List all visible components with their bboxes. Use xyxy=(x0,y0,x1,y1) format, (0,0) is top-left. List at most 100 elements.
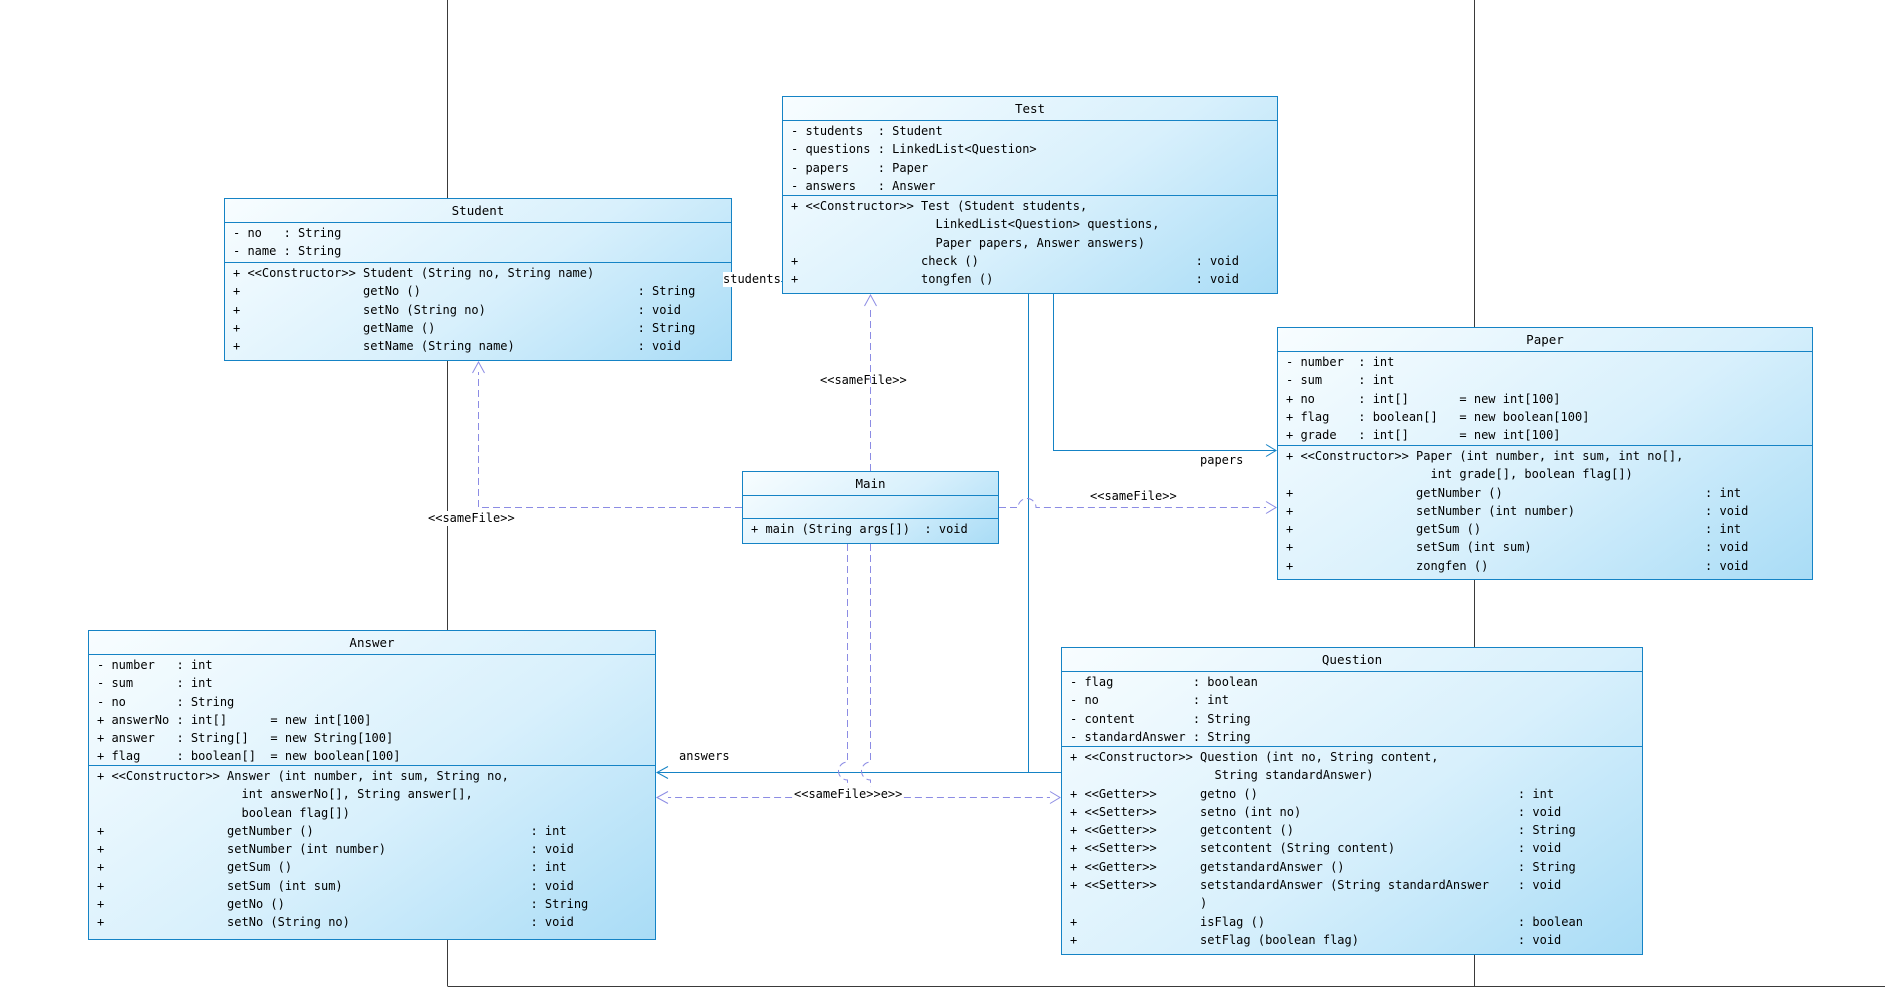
member-line: + getNumber () : int xyxy=(1286,485,1742,500)
member-line: + getSum () : int xyxy=(97,860,567,875)
member-line: - no : String xyxy=(97,694,235,709)
member-line: + <<Setter>> setcontent (String content)… xyxy=(1070,841,1562,856)
member-line: + setNo (String no) : void xyxy=(233,302,681,317)
member-line: + flag : boolean[] = new boolean[100] xyxy=(1286,409,1590,424)
dependency-main-question-line[interactable] xyxy=(861,544,1051,798)
member-line: + getName () : String xyxy=(233,320,696,335)
member-line: String standardAnswer) xyxy=(1070,768,1374,783)
member-line: - questions : LinkedList<Question> xyxy=(791,142,1037,157)
member-line: + getNo () : String xyxy=(233,284,696,299)
class-test-operations: + <<Constructor>> Test (Student students… xyxy=(783,196,1277,288)
class-question[interactable]: Question - flag : boolean - no : int - con… xyxy=(1061,647,1643,955)
member-line: - flag : boolean xyxy=(1070,675,1258,689)
member-line: boolean flag[]) xyxy=(97,805,350,820)
dependency-main-test-arrowhead xyxy=(864,293,877,307)
class-main-attributes xyxy=(743,496,998,519)
member-line: - name : String xyxy=(233,244,342,259)
member-line: + setFlag (boolean flag) : void xyxy=(1070,932,1562,947)
member-line: + answerNo : int[] = new int[100] xyxy=(97,712,372,727)
stereotype-label-samefile-student: <<sameFile>> xyxy=(428,511,515,526)
member-line: - answers : Answer xyxy=(791,178,936,193)
class-answer-operations: + <<Constructor>> Answer (int number, in… xyxy=(89,766,655,932)
member-line: + tongfen () : void xyxy=(791,272,1239,287)
class-question-attributes: - flag : boolean - no : int - content : St… xyxy=(1062,672,1642,747)
member-line: + getNo () : String xyxy=(97,897,589,912)
member-line: LinkedList<Question> questions, xyxy=(791,217,1160,232)
member-line: + zongfen () : void xyxy=(1286,558,1749,573)
member-line: int answerNo[], String answer[], xyxy=(97,787,473,802)
member-line: + isFlag () : boolean xyxy=(1070,914,1583,929)
member-line: + no : int[] = new int[100] xyxy=(1286,391,1561,406)
stereotype-label-samefile-bottom: <<sameFile>>e>> xyxy=(794,787,903,802)
association-test-paper-line[interactable] xyxy=(1053,294,1277,451)
member-line: + <<Setter>> setno (int no) : void xyxy=(1070,804,1562,819)
class-main-operations: + main (String args[]) : void xyxy=(743,519,998,538)
member-line: + flag : boolean[] = new boolean[100] xyxy=(97,749,401,764)
dependency-main-question-arrowhead xyxy=(1049,791,1061,804)
member-line: - sum : int xyxy=(1286,373,1395,388)
member-line: + setName (String name) : void xyxy=(233,339,681,354)
class-answer-title: Answer xyxy=(89,631,655,655)
member-line: + <<Constructor>> Test (Student students… xyxy=(791,199,1088,213)
class-test[interactable]: Test - students : Student - questions : L… xyxy=(782,96,1278,294)
member-line: + <<Getter>> getstandardAnswer () : Stri… xyxy=(1070,859,1576,874)
member-line: + getSum () : int xyxy=(1286,522,1742,537)
dependency-main-student-arrowhead xyxy=(472,360,485,374)
class-student-operations: + <<Constructor>> Student (String no, St… xyxy=(225,263,731,355)
dependency-main-paper-arrowhead xyxy=(1265,501,1277,514)
member-line: + setSum (int sum) : void xyxy=(97,878,574,893)
member-line: + <<Constructor>> Answer (int number, in… xyxy=(97,769,509,783)
member-line: ) xyxy=(1070,896,1208,911)
member-line: - number : int xyxy=(1286,355,1395,369)
class-paper-operations: + <<Constructor>> Paper (int number, int… xyxy=(1278,446,1812,575)
member-line: + setSum (int sum) : void xyxy=(1286,540,1749,555)
member-line: - no : int xyxy=(1070,693,1229,708)
class-student-title: Student xyxy=(225,199,731,223)
member-line: Paper papers, Answer answers) xyxy=(791,235,1146,250)
class-student-attributes: - no : String - name : String xyxy=(225,223,731,263)
member-line: - content : String xyxy=(1070,711,1251,726)
class-test-attributes: - students : Student - questions : Linked… xyxy=(783,121,1277,196)
member-line: + <<Constructor>> Paper (int number, int… xyxy=(1286,449,1684,463)
stereotype-label-samefile-test: <<sameFile>> xyxy=(820,373,907,387)
dependency-main-answer-arrowhead xyxy=(655,791,669,804)
class-paper-attributes: - number : int - sum : int + no : int[] = … xyxy=(1278,352,1812,446)
member-line: + setNumber (int number) : void xyxy=(1286,503,1749,518)
class-question-operations: + <<Constructor>> Question (int no, Stri… xyxy=(1062,747,1642,949)
class-main[interactable]: Main + main (String args[]) : void xyxy=(742,471,999,544)
member-line: + <<Constructor>> Question (int no, Stri… xyxy=(1070,750,1439,764)
member-line: - standardAnswer : String xyxy=(1070,729,1251,744)
class-paper-title: Paper xyxy=(1278,328,1812,352)
member-line: + <<Setter>> setstandardAnswer (String s… xyxy=(1070,878,1562,893)
stereotype-label-samefile-paper: <<sameFile>> xyxy=(1090,489,1177,503)
association-label-students: students xyxy=(723,272,781,287)
association-label-answers: answers xyxy=(679,749,730,763)
member-line: - sum : int xyxy=(97,676,213,691)
member-line: + main (String args[]) : void xyxy=(751,522,968,536)
member-line: int grade[], boolean flag[]) xyxy=(1286,467,1633,482)
member-line: + setNumber (int number) : void xyxy=(97,842,574,857)
class-paper[interactable]: Paper - number : int - sum : int + no : in… xyxy=(1277,327,1813,580)
member-line: + getNumber () : int xyxy=(97,823,567,838)
member-line: - no : String xyxy=(233,226,342,240)
class-answer-attributes: - number : int - sum : int - no : String + … xyxy=(89,655,655,766)
member-line: - number : int xyxy=(97,658,213,672)
class-test-title: Test xyxy=(783,97,1277,121)
association-test-answer-arrowhead xyxy=(655,766,669,779)
member-line: + setNo (String no) : void xyxy=(97,915,574,930)
member-line: - papers : Paper xyxy=(791,160,929,175)
association-test-paper-arrowhead xyxy=(1265,444,1277,457)
member-line: + <<Constructor>> Student (String no, St… xyxy=(233,266,595,280)
class-question-title: Question xyxy=(1062,648,1642,672)
class-main-title: Main xyxy=(743,472,998,496)
member-line: - students : Student xyxy=(791,124,943,138)
dependency-main-student-line[interactable] xyxy=(478,372,743,508)
association-label-papers: papers xyxy=(1200,453,1244,467)
member-line: + <<Getter>> getno () : int xyxy=(1070,786,1555,801)
member-line: + <<Getter>> getcontent () : String xyxy=(1070,823,1576,838)
class-answer[interactable]: Answer - number : int - sum : int - no : S… xyxy=(88,630,656,940)
member-line: + answer : String[] = new String[100] xyxy=(97,731,394,746)
class-student[interactable]: Student - no : String - name : String + <… xyxy=(224,198,732,361)
member-line: + check () : void xyxy=(791,253,1239,268)
